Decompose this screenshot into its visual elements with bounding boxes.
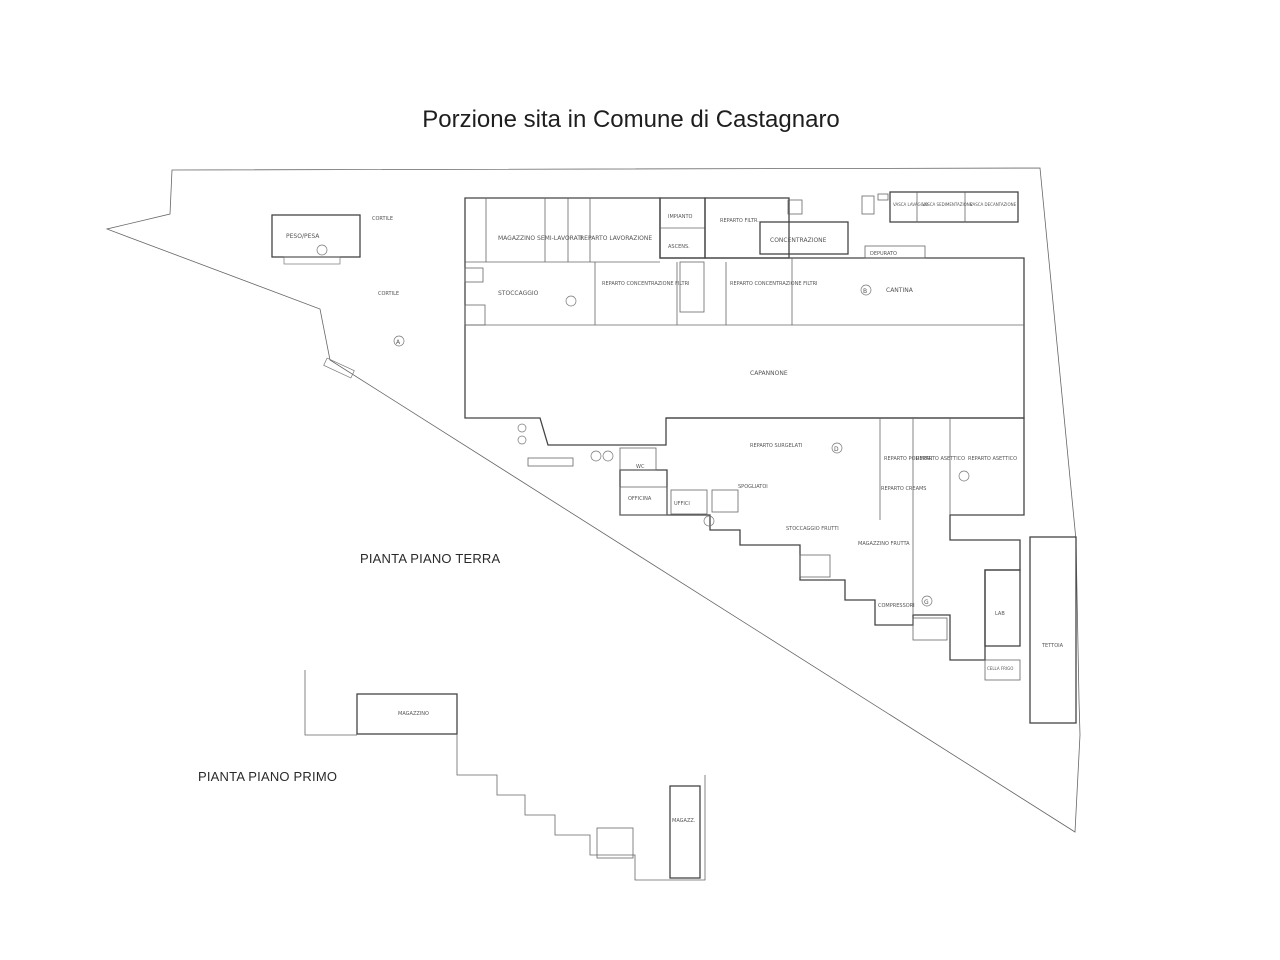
ramp (323, 357, 355, 379)
pesa-building: PESO/PESA (271, 214, 361, 265)
room-label-polimeri: REPARTO POLIMERI (884, 456, 932, 462)
marker-a-label: A (396, 339, 401, 346)
marker-a (393, 335, 405, 347)
lower-complex: REPARTO SURGELATI D WC OFFICINA UFFICI S… (517, 417, 1077, 724)
room-label-cantina: CANTINA (886, 287, 914, 294)
room-label-creams: REPARTO CREAMS (881, 486, 926, 492)
room-label-frutta: MAGAZZINO FRUTTA (858, 541, 910, 547)
room-label-magazz: MAGAZZ. (672, 818, 696, 824)
first-floor-label: PIANTA PIANO PRIMO (198, 769, 338, 784)
ground-floor-label: PIANTA PIANO TERRA (360, 551, 501, 566)
site-boundary (105, 167, 1081, 833)
room-label-magazzino-first: MAGAZZINO (398, 711, 429, 717)
room-label-pesa: PESO/PESA (286, 233, 320, 240)
tanks: VASCA LAVAGGIO VASCA SEDIMENTAZIONE VASC… (861, 191, 1019, 259)
room-label-officina: OFFICINA (628, 496, 652, 502)
room-label-reparto-top: REPARTO FILTR. (720, 218, 759, 224)
marker-g (921, 595, 933, 607)
room-label-vasca-2: VASCA SEDIMENTAZIONE (922, 202, 973, 207)
first-floor-plan: MAGAZZINO MAGAZZ. (304, 670, 706, 881)
room-label-stoccaggio: STOCCAGGIO (498, 290, 539, 297)
room-label-cortile-small: CORTILE (372, 216, 393, 222)
room-label-wc: WC (636, 464, 645, 470)
room-label-concentrazione: CONCENTRAZIONE (770, 237, 827, 244)
room-label-ascensore: ASCENS. (668, 244, 690, 250)
room-label-lab: LAB (995, 611, 1005, 617)
marker-b-label: B (863, 288, 867, 295)
room-label-compressori: COMPRESSORI (878, 603, 915, 609)
marker-b-left (316, 244, 328, 256)
room-label-rep-concentrazione-2: REPARTO CONCENTRAZIONE FILTRI (730, 281, 818, 287)
main-building: MAGAZZINO SEMI-LAVORATI REPARTO LAVORAZI… (464, 197, 1025, 446)
room-label-rep-concentrazione: REPARTO CONCENTRAZIONE FILTRI (602, 281, 690, 287)
room-label-surgelati: REPARTO SURGELATI (750, 443, 802, 449)
room-label-magazzino: MAGAZZINO SEMI-LAVORATI (498, 235, 583, 242)
room-label-vasca-3: VASCA DECANTAZIONE (970, 202, 1017, 207)
room-label-depurato: DEPURATO (870, 251, 897, 257)
room-label-capannone: CAPANNONE (750, 370, 788, 377)
marker-f (958, 470, 970, 482)
room-label-asettico: REPARTO ASETTICO (916, 456, 965, 462)
marker-c (565, 295, 577, 307)
room-label-cella: CELLA FRIGO (987, 666, 1013, 671)
room-label-cortile: CORTILE (378, 291, 399, 297)
marker-b (860, 284, 872, 296)
marker-d-label: D (834, 446, 839, 453)
room-label-spogliatoi: SPOGLIATOI (738, 484, 768, 490)
room-label-asettico-2: REPARTO ASETTICO (968, 456, 1017, 462)
room-label-tettoia: TETTOIA (1041, 643, 1064, 649)
page-title: Porzione sita in Comune di Castagnaro (422, 106, 840, 133)
room-label-uffici: UFFICI (674, 501, 690, 507)
room-label-impianto: IMPIANTO (668, 214, 692, 220)
room-label-lavorazione: REPARTO LAVORAZIONE (580, 235, 652, 242)
marker-g-label: G (924, 599, 929, 606)
marker-d (831, 442, 843, 454)
room-label-vasca-1: VASCA LAVAGGIO (893, 202, 928, 207)
room-label-frutti: STOCCAGGIO FRUTTI (786, 526, 839, 532)
marker-e (703, 515, 715, 527)
